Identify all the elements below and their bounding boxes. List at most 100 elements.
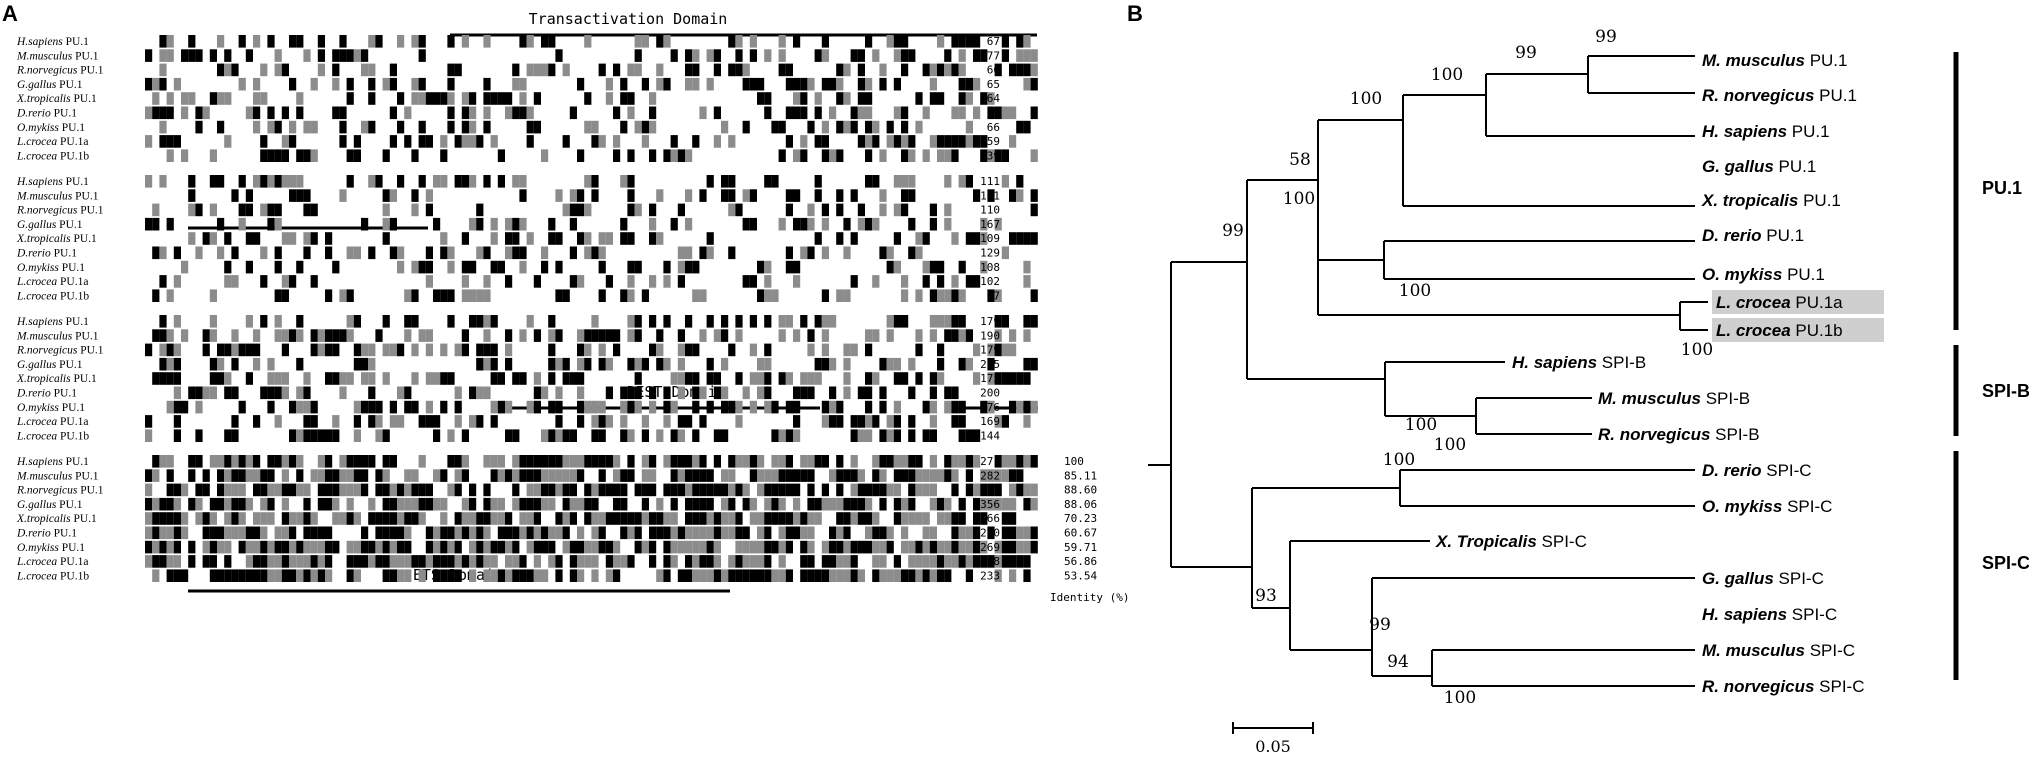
residue-identical — [613, 106, 621, 120]
residue-identical — [627, 512, 635, 525]
residue-similar — [771, 455, 779, 468]
residue-similar — [605, 415, 613, 428]
residue-similar — [195, 246, 203, 260]
residue-similar — [598, 232, 606, 245]
residue-similar — [353, 512, 361, 525]
residue-identical — [375, 329, 383, 342]
residue-similar — [757, 483, 765, 497]
residue-identical — [238, 455, 246, 468]
residue-identical — [757, 92, 765, 105]
residue-similar — [584, 246, 592, 260]
residue-similar — [289, 120, 297, 134]
residue-identical — [260, 315, 268, 328]
residue-similar — [209, 289, 217, 302]
residue-identical — [368, 400, 376, 414]
residue-similar — [224, 469, 232, 482]
bootstrap-value: 99 — [1369, 615, 1391, 635]
residue-similar — [310, 469, 318, 482]
residue-identical — [209, 555, 217, 568]
residue-similar — [425, 343, 433, 357]
residue-identical — [577, 469, 585, 482]
residue-identical — [541, 35, 549, 48]
residue-identical — [512, 106, 520, 120]
residue-identical — [699, 189, 707, 202]
residue-similar — [778, 35, 786, 48]
residue-identical — [620, 429, 628, 442]
residue-identical — [908, 246, 916, 260]
residue-identical — [389, 77, 397, 91]
residue-similar — [209, 329, 217, 342]
residue-similar — [735, 455, 743, 468]
residue-similar — [483, 289, 491, 302]
residue-similar — [166, 92, 174, 105]
residue-identical — [202, 526, 210, 540]
residue-similar — [872, 217, 880, 231]
residue-similar — [461, 455, 469, 468]
residue-similar — [1030, 63, 1038, 77]
residue-similar — [577, 569, 585, 582]
residue-similar — [440, 135, 448, 148]
residue-similar — [670, 400, 678, 414]
residue-similar — [339, 289, 347, 302]
residue-identical — [382, 512, 390, 525]
residue-similar — [929, 400, 937, 414]
residue-identical — [649, 483, 657, 497]
residue-identical — [994, 483, 1002, 497]
residue-similar — [505, 400, 513, 414]
residue-similar — [605, 92, 613, 105]
residue-similar — [317, 555, 325, 568]
residue-identical — [627, 469, 635, 482]
residue-similar — [562, 540, 570, 554]
residue-similar — [483, 315, 491, 328]
residue-similar — [994, 540, 1002, 554]
residue-identical — [836, 92, 844, 105]
residue-similar — [497, 469, 505, 482]
residue-similar — [296, 555, 304, 568]
residue-identical — [195, 386, 203, 400]
residue-similar — [296, 175, 304, 188]
residue-identical — [821, 149, 829, 162]
residue-identical — [404, 400, 412, 414]
residue-identical — [879, 455, 887, 468]
residue-identical — [764, 372, 772, 385]
species-label: R.norvegicus PU.1 — [16, 345, 104, 357]
residue-identical — [713, 455, 721, 468]
residue-identical — [476, 540, 484, 554]
residue-identical — [433, 555, 441, 568]
residue-identical — [670, 483, 678, 497]
residue-identical — [865, 400, 873, 414]
residue-identical — [418, 175, 426, 188]
residue-similar — [634, 120, 642, 134]
residue-similar — [224, 526, 232, 540]
residue-identical — [814, 569, 822, 582]
residue-identical — [901, 35, 909, 48]
residue-similar — [879, 469, 887, 482]
residue-identical — [231, 189, 239, 202]
residue-identical — [483, 246, 491, 260]
residue-identical — [836, 232, 844, 245]
residue-similar — [814, 512, 822, 525]
residue-similar — [929, 315, 937, 328]
residue-identical — [425, 540, 433, 554]
residue-identical — [145, 497, 153, 511]
residue-similar — [555, 357, 563, 371]
residue-similar — [397, 260, 405, 274]
end-position: 271 — [980, 455, 1000, 468]
residue-similar — [181, 92, 189, 105]
residue-identical — [469, 497, 477, 511]
residue-identical — [454, 569, 462, 582]
residue-identical — [627, 357, 635, 371]
residue-similar — [944, 203, 952, 217]
residue-similar — [757, 512, 765, 525]
residue-similar — [411, 260, 419, 274]
residue-identical — [785, 260, 793, 274]
residue-similar — [757, 540, 765, 554]
residue-identical — [1030, 315, 1038, 328]
residue-identical — [677, 455, 685, 468]
residue-similar — [836, 77, 844, 91]
residue-identical — [224, 569, 232, 582]
residue-identical — [865, 149, 873, 162]
residue-identical — [533, 540, 541, 554]
residue-identical — [764, 106, 772, 120]
residue-identical — [188, 540, 196, 554]
